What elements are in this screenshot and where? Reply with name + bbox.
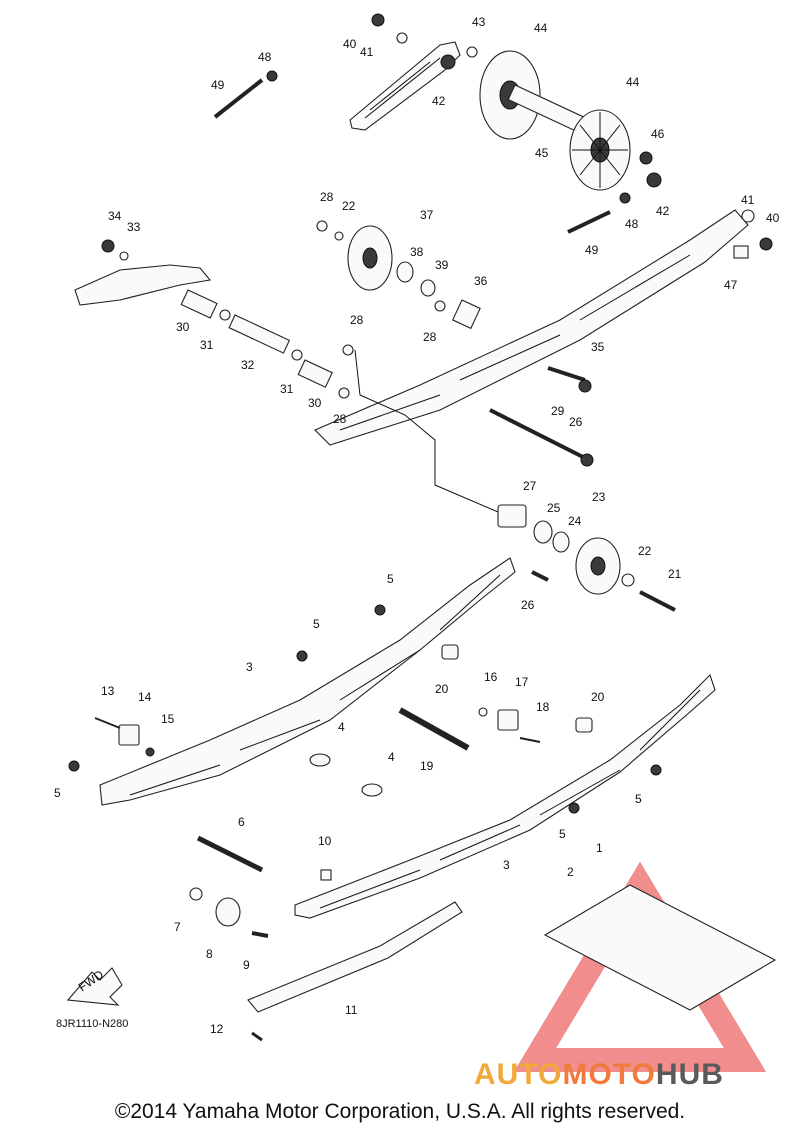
callout-18: 18 [536,700,550,714]
callout-28: 28 [320,190,334,204]
callout-35: 35 [591,340,605,354]
callout-5: 5 [387,572,394,586]
cross-shafts-lower [196,644,593,873]
rear-idler-shaft-assembly [479,50,631,191]
bolt-49-upper [213,70,278,119]
callout-31: 31 [200,338,214,352]
callout-22: 22 [342,199,356,213]
callout-5: 5 [313,617,320,631]
callout-40: 40 [766,211,780,225]
small-fasteners-upper [371,13,773,259]
spacers-and-shafts-middle [101,220,594,467]
callout-40: 40 [343,37,357,51]
stud-grid-1 [543,884,777,1011]
callout-44: 44 [626,75,640,89]
leader-line-shaft-path [354,349,506,516]
callout-4: 4 [388,750,395,764]
callout-44: 44 [534,21,548,35]
callout-42: 42 [656,204,670,218]
callout-10: 10 [318,834,332,848]
callout-32: 32 [241,358,255,372]
lower-fasteners [68,604,662,1042]
callout-33: 33 [127,220,141,234]
callout-49: 49 [211,78,225,92]
callout-28: 28 [423,330,437,344]
callout-22: 22 [638,544,652,558]
callout-47: 47 [724,278,738,292]
bracket-14-and-17 [118,709,519,746]
callout-26: 26 [569,415,583,429]
callout-38: 38 [410,245,424,259]
wheel-assembly-37 [347,225,436,297]
callout-30: 30 [308,396,322,410]
callout-34: 34 [108,209,122,223]
callout-23: 23 [592,490,606,504]
callout-42: 42 [432,94,446,108]
callout-9: 9 [243,958,250,972]
callout-17: 17 [515,675,529,689]
slide-rail-right-3 [294,673,716,919]
callout-16: 16 [484,670,498,684]
callout-5: 5 [559,827,566,841]
watermark-part-hub: HUB [655,1058,724,1091]
callout-49: 49 [585,243,599,257]
callout-46: 46 [651,127,665,141]
callout-2: 2 [567,865,574,879]
callout-31: 31 [280,382,294,396]
callout-41: 41 [741,193,755,207]
watermark-logo-text: AUTOMOTOHUB [474,1058,724,1092]
callout-4: 4 [338,720,345,734]
callout-13: 13 [101,684,115,698]
fwd-arrow-icon [66,967,123,1006]
callout-3: 3 [246,660,253,674]
watermark-part-auto: AUTO [474,1058,563,1091]
callout-24: 24 [568,514,582,528]
diagram-code: 8JR1110-N280 [56,1018,129,1030]
callout-3: 3 [503,858,510,872]
callout-26: 26 [521,598,535,612]
callout-14: 14 [138,690,152,704]
callout-7: 7 [174,920,181,934]
callout-1: 1 [596,841,603,855]
callout-8: 8 [206,947,213,961]
callout-12: 12 [210,1022,224,1036]
callout-28: 28 [350,313,364,327]
callout-21: 21 [668,567,682,581]
callout-5: 5 [635,792,642,806]
callout-37: 37 [420,208,434,222]
callout-25: 25 [547,501,561,515]
rear-wheel-assembly-23 [497,504,676,612]
middle-rail-left [74,264,212,306]
callout-19: 19 [420,759,434,773]
callout-labels: 1 2 3 3 4 4 5 5 5 5 5 6 7 8 9 10 11 12 1… [54,15,780,1036]
slide-runner-11 [247,901,463,1013]
copyright-notice: ©2014 Yamaha Motor Corporation, U.S.A. A… [114,1100,686,1123]
callout-29: 29 [551,404,565,418]
callout-36: 36 [474,274,488,288]
callout-20: 20 [435,682,449,696]
callout-48: 48 [625,217,639,231]
callout-6: 6 [238,815,245,829]
callout-11: 11 [345,1003,358,1017]
watermark-part-moto: MOTO [562,1058,656,1091]
callout-30: 30 [176,320,190,334]
callout-15: 15 [161,712,175,726]
callout-39: 39 [435,258,449,272]
slide-rail-left-3 [99,557,516,806]
callout-5: 5 [54,786,61,800]
callout-41: 41 [360,45,374,59]
callout-20: 20 [591,690,605,704]
callout-28: 28 [333,412,347,426]
callout-48: 48 [258,50,272,64]
callout-43: 43 [472,15,486,29]
callout-45: 45 [535,146,549,160]
callout-27: 27 [523,479,537,493]
middle-rail-right [314,209,749,446]
